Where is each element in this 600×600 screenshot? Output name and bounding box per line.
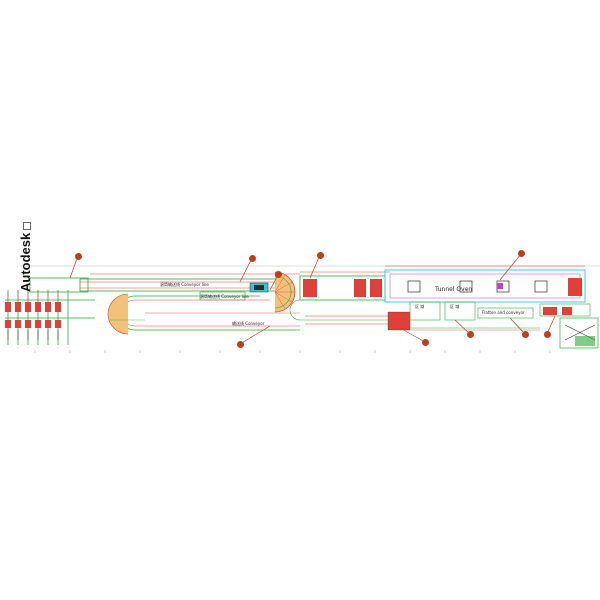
watermark-text: Autodesk [18,232,33,292]
round-turn [274,271,296,313]
label-tunnel-oven: Tunnel Oven [435,286,473,293]
watermark-box-icon [22,221,31,230]
tunnel-oven [384,265,586,303]
autodesk-watermark: Autodesk [18,221,33,292]
callout-marker[interactable] [467,331,474,338]
callout-leaders [69,253,556,345]
label-area-b: 区 域 [450,304,460,309]
label-conveyor-top: 滚筒输送线 Conveyor line [160,282,209,287]
callout-marker[interactable] [422,339,429,346]
lower-loop [107,293,300,335]
callout-marker[interactable] [522,331,529,338]
callout-marker[interactable] [237,341,244,348]
callout-marker[interactable] [544,331,551,338]
transfer-unit [249,282,269,293]
label-conveyor-mid: 滚筒输送线 Conveyor line [200,294,249,299]
area-boxes [409,301,540,331]
grid-ticks [34,350,551,353]
label-flatten: Flatten and conveyor [482,310,525,315]
left-machines [5,277,95,345]
callout-marker[interactable] [518,250,525,257]
callout-marker[interactable] [317,252,324,259]
callout-marker[interactable] [75,253,82,260]
callout-marker[interactable] [275,271,282,278]
right-end [539,303,599,349]
label-conveyor-bottom: 输送线 Conveyor [232,321,265,326]
callout-marker[interactable] [249,255,256,262]
center-section [289,271,411,331]
label-area-a: 区 域 [415,304,425,309]
